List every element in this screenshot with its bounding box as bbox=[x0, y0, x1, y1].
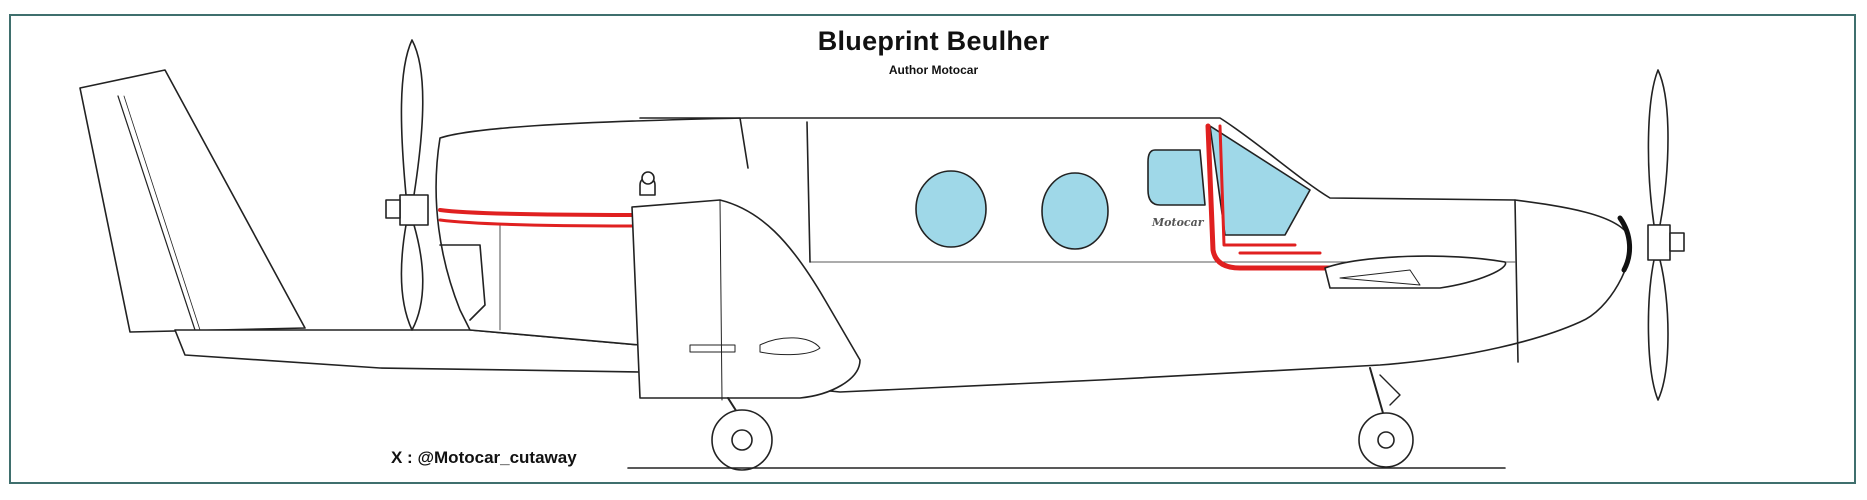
stripe-rear-lower bbox=[438, 218, 634, 228]
nose-gear-link bbox=[1379, 374, 1401, 406]
rudder-line-2 bbox=[123, 95, 201, 331]
front-prop-spinner bbox=[1669, 232, 1685, 252]
tail-fin bbox=[79, 69, 306, 333]
wing-panel bbox=[631, 199, 861, 399]
fuselage-logo: Motocar bbox=[1151, 216, 1205, 229]
author-credit: Author Motocar bbox=[888, 63, 979, 77]
front-prop-blade-upper bbox=[1647, 69, 1669, 226]
cabin-window-2 bbox=[1041, 172, 1109, 250]
stripe-rear-upper bbox=[438, 208, 634, 217]
nose-cone-dark bbox=[1617, 215, 1632, 273]
cabin-bulkhead bbox=[806, 121, 811, 263]
rear-panel bbox=[439, 244, 486, 321]
canard-pod bbox=[1324, 255, 1507, 289]
stripe-cockpit bbox=[1205, 123, 1343, 271]
wing-spar bbox=[719, 199, 723, 401]
rear-prop-spinner bbox=[385, 199, 401, 219]
dorsal-scoop bbox=[639, 117, 749, 169]
front-prop-blade-lower bbox=[1647, 259, 1669, 401]
nose-gear-strut bbox=[1369, 367, 1386, 421]
stripe-cockpit-2 bbox=[1218, 124, 1297, 247]
page-title: Blueprint Beulher bbox=[817, 26, 1050, 56]
rudder-line bbox=[117, 95, 196, 331]
social-handle: X : @Motocar_cutaway bbox=[391, 448, 577, 467]
rear-prop-hub bbox=[399, 194, 429, 226]
cabin-window-3 bbox=[1147, 149, 1206, 206]
cockpit-frame bbox=[1209, 125, 1311, 236]
antenna-knob bbox=[641, 171, 655, 185]
nose-gear-hub bbox=[1377, 431, 1395, 449]
rear-prop-blade-lower bbox=[400, 224, 424, 331]
front-prop-hub bbox=[1647, 224, 1671, 261]
wing-aileron bbox=[759, 337, 821, 356]
main-gear-hub bbox=[731, 429, 753, 451]
canard-inlet bbox=[1339, 269, 1421, 286]
nose-divider bbox=[1514, 199, 1519, 363]
wing-flap bbox=[689, 344, 736, 353]
cabin-window-1 bbox=[915, 170, 987, 248]
